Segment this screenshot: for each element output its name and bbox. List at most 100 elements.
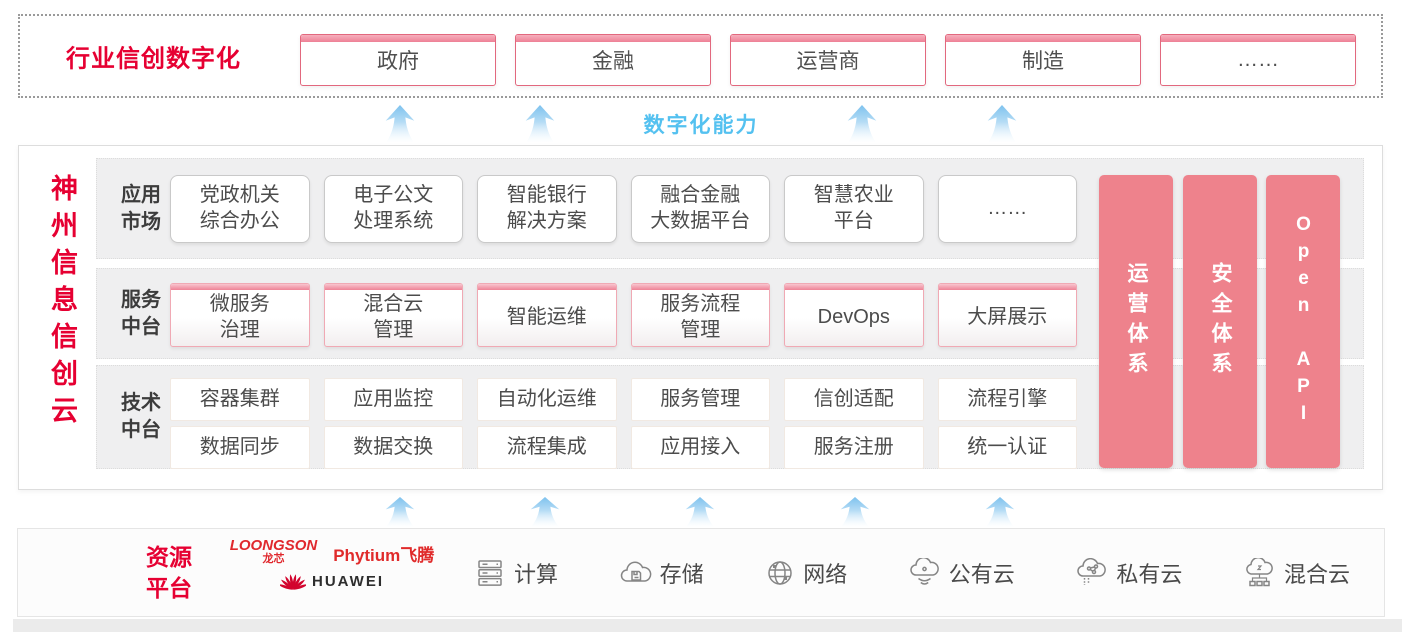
card-line: 微服务	[209, 292, 270, 315]
pillar-open-api: Open API	[1266, 175, 1340, 468]
card-line: 综合办公	[199, 210, 280, 232]
loongson-wordmark: LOONGSON	[229, 537, 318, 554]
layer-label-line: 技术	[121, 392, 161, 414]
layer-label-line: 中台	[121, 419, 161, 441]
card-line: 电子公文	[353, 184, 434, 207]
card-line: 大数据平台	[650, 210, 751, 232]
industry-band-title: 行业信创数字化	[66, 45, 241, 73]
card-line: 智慧农业	[813, 184, 894, 207]
service-card: 混合云管理	[323, 283, 463, 347]
industry-chip-government: 政府	[300, 34, 496, 86]
card-line: 治理	[219, 318, 260, 341]
resource-title-line: 平台	[146, 574, 192, 601]
app-card: 融合金融大数据平台	[630, 175, 770, 243]
up-arrow-icon	[385, 497, 415, 527]
service-card: DevOps	[784, 283, 924, 347]
digital-capability-label: 数字化能力	[643, 114, 759, 137]
resource-item-storage: 存储	[619, 557, 704, 589]
vendor-logos: LOONGSON 龙芯 Phytium飞腾 HUA	[214, 538, 450, 591]
card-line: 融合金融	[660, 184, 741, 207]
resource-item-public-cloud: 公有云	[908, 557, 1015, 589]
up-arrow-icon	[985, 497, 1015, 527]
card-line: 平台	[833, 210, 874, 232]
tech-card: 信创适配	[784, 378, 924, 421]
tech-card: 流程引擎	[937, 378, 1077, 421]
tech-card: 数据交换	[323, 426, 463, 469]
resource-item-compute: 计算	[473, 557, 558, 589]
service-card: 大屏展示	[937, 283, 1077, 347]
layer-label: 服务 中台	[109, 287, 173, 341]
industry-chip-manufacturing: 制造	[945, 34, 1141, 86]
resource-item-label: 公有云	[948, 561, 1015, 587]
resource-items: 计算 存储 网络	[473, 529, 1350, 616]
card-line: 管理	[680, 318, 721, 341]
app-card-row: 党政机关综合办公 电子公文处理系统 智能银行解决方案 融合金融大数据平台 智慧农…	[170, 175, 1077, 243]
tech-card: 服务注册	[784, 426, 924, 469]
loongson-logo: LOONGSON 龙芯	[230, 538, 318, 565]
tech-card-row: 数据同步 数据交换 流程集成 应用接入 服务注册 统一认证	[170, 426, 1077, 469]
tech-card: 统一认证	[937, 426, 1077, 469]
compute-icon	[478, 559, 502, 586]
industry-chip-more: ……	[1160, 34, 1356, 86]
tech-card: 应用接入	[630, 426, 770, 469]
platform-box: 神州信息信创云 应用 市场 党政机关综合办公 电子公文处理系统 智能银行解决方案…	[18, 145, 1383, 490]
layer-app-market: 应用 市场 党政机关综合办公 电子公文处理系统 智能银行解决方案 融合金融大数据…	[96, 158, 1364, 259]
resource-item-label: 私有云	[1116, 561, 1183, 587]
resource-platform-title: 资源 平台	[146, 541, 192, 603]
industry-chip-operator: 运营商	[730, 34, 926, 86]
tech-card-row: 容器集群 应用监控 自动化运维 服务管理 信创适配 流程引擎	[170, 378, 1077, 421]
tech-card: 容器集群	[170, 378, 310, 421]
app-card: 电子公文处理系统	[323, 175, 463, 243]
tech-card: 应用监控	[323, 378, 463, 421]
tech-card: 服务管理	[630, 378, 770, 421]
layer-label-line: 中台	[121, 315, 161, 338]
app-card: 智慧农业平台	[784, 175, 924, 243]
service-card-row: 微服务治理 混合云管理 智能运维 服务流程管理 DevOps 大屏展示	[170, 283, 1077, 347]
card-line: ……	[987, 197, 1028, 220]
card-line: 处理系统	[353, 210, 434, 232]
resource-item-label: 计算	[514, 561, 559, 587]
huawei-flower-icon	[280, 574, 306, 591]
resource-item-hybrid-cloud: 混合云	[1243, 557, 1350, 589]
huawei-wordmark: HUAWEI	[312, 572, 384, 590]
card-line: 党政机关	[199, 184, 280, 207]
layer-label-line: 市场	[121, 210, 161, 233]
loongson-chinese: 龙芯	[262, 553, 285, 565]
layer-label-line: 应用	[121, 183, 161, 206]
card-line: 混合云	[363, 292, 424, 315]
resource-item-label: 网络	[803, 561, 848, 587]
industry-chip-finance: 金融	[515, 34, 711, 86]
up-arrow-icon	[685, 497, 715, 527]
industry-band: 行业信创数字化 政府 金融 运营商 制造 ……	[18, 14, 1383, 98]
service-card: 服务流程管理	[630, 283, 770, 347]
industry-chip-row: 政府 金融 运营商 制造 ……	[300, 34, 1356, 86]
public-cloud-icon	[910, 557, 939, 585]
platform-title: 神州信息信创云	[47, 174, 77, 433]
card-line: 智能银行	[506, 184, 587, 207]
private-cloud-icon	[1077, 557, 1107, 585]
card-line: 服务流程	[660, 292, 741, 315]
layer-label: 应用 市场	[109, 182, 173, 236]
resource-item-label: 混合云	[1283, 561, 1350, 587]
resource-item-network: 网络	[764, 557, 847, 589]
tech-card: 流程集成	[477, 426, 617, 469]
layer-label: 技术 中台	[109, 390, 173, 444]
phytium-logo: Phytium飞腾	[333, 541, 434, 566]
card-line: 大屏展示	[967, 305, 1048, 328]
resource-title-line: 资源	[146, 543, 192, 570]
phytium-chinese: 飞腾	[400, 546, 435, 565]
card-line: DevOps	[817, 305, 890, 328]
card-line: 智能运维	[506, 305, 587, 328]
app-card-more: ……	[937, 175, 1077, 243]
tech-card: 自动化运维	[477, 378, 617, 421]
app-card: 党政机关综合办公	[170, 175, 310, 243]
resource-platform-panel: 资源 平台 LOONGSON 龙芯 Phytium飞腾	[17, 528, 1385, 617]
resource-item-private-cloud: 私有云	[1075, 557, 1182, 589]
card-line: 解决方案	[506, 210, 587, 232]
network-icon	[768, 560, 792, 585]
bottom-divider	[13, 619, 1402, 632]
phytium-wordmark: Phytium	[333, 546, 401, 565]
pillar-label: Open API	[1293, 213, 1314, 430]
vendor-row: LOONGSON 龙芯 Phytium飞腾	[230, 538, 435, 566]
